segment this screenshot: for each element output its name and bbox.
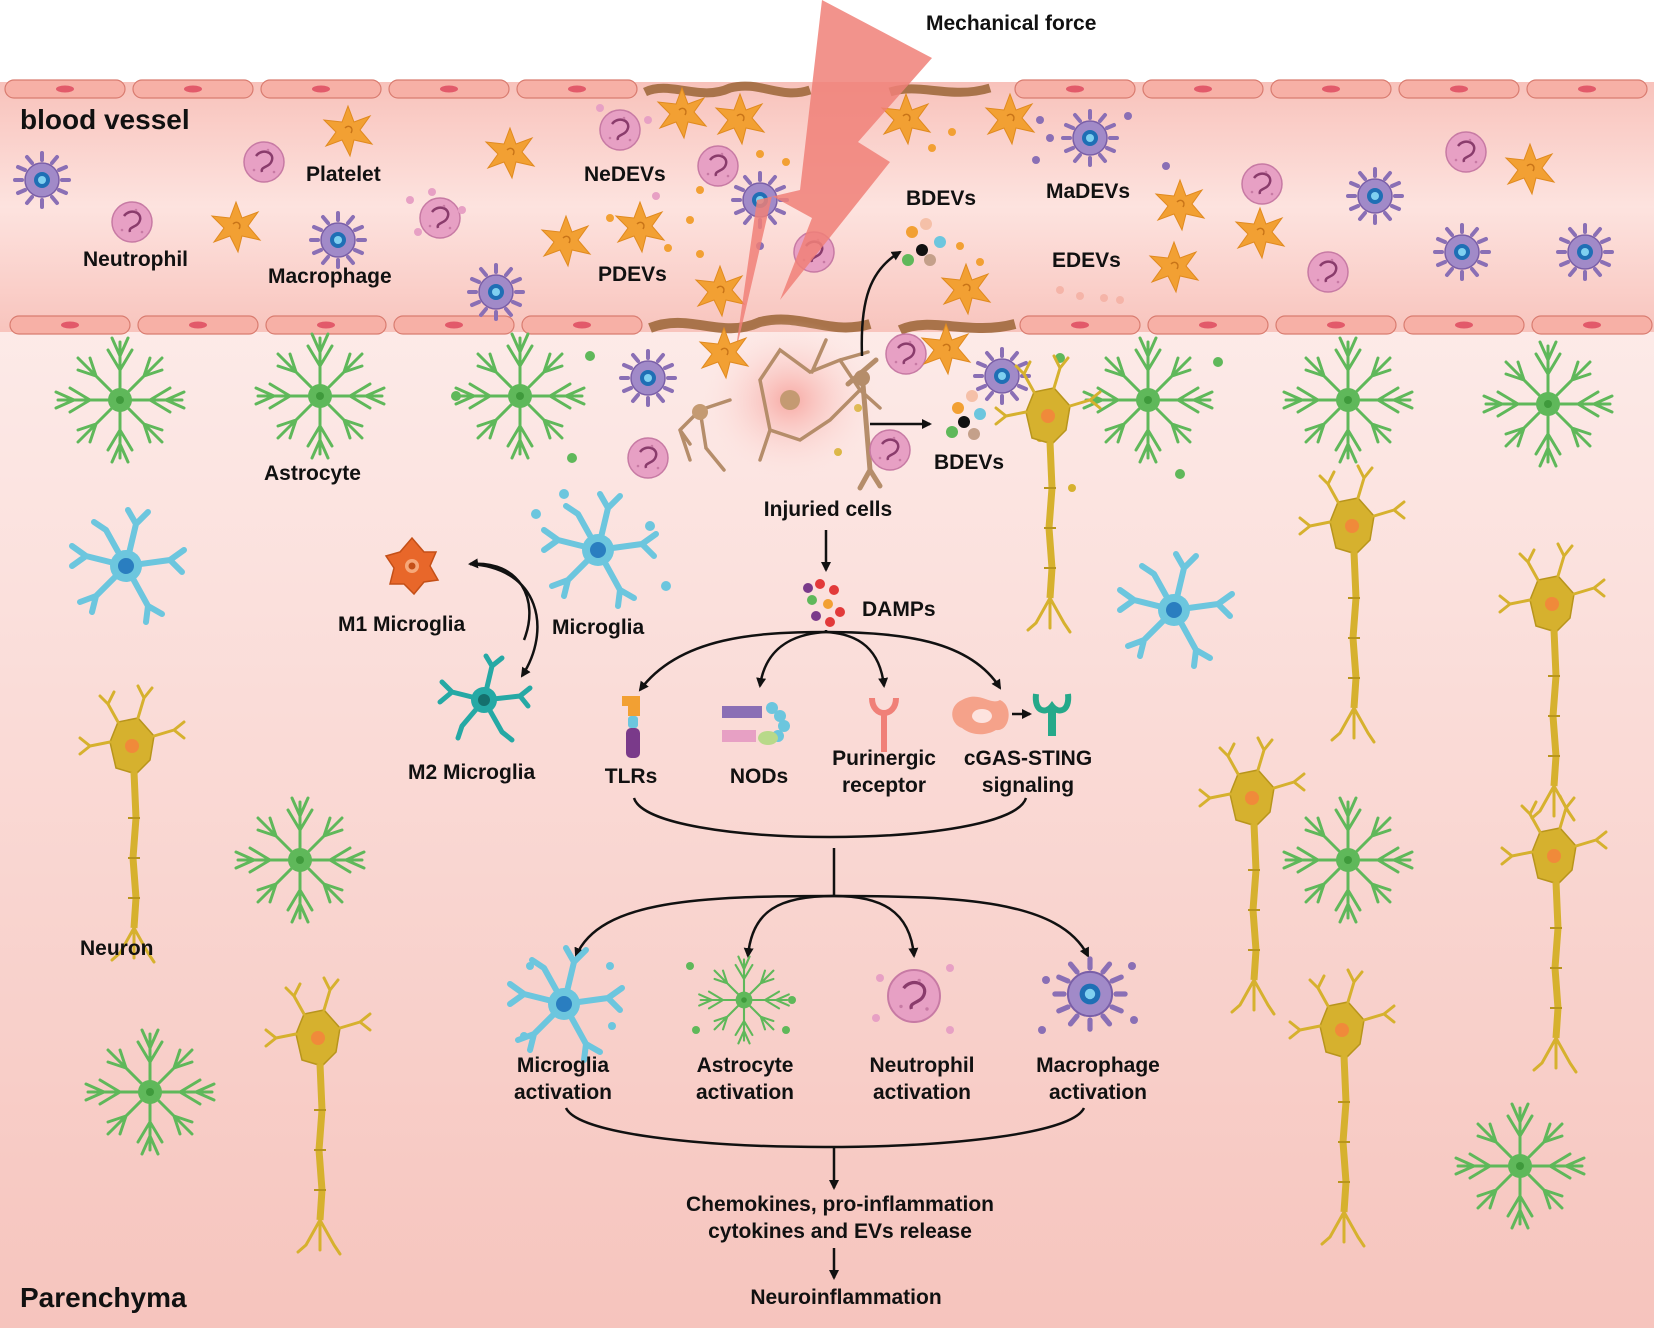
cgas-line-2: signaling bbox=[981, 774, 1075, 798]
vesicles bbox=[406, 104, 1223, 591]
macrophage-activation-line-2: activation bbox=[1048, 1081, 1148, 1105]
cgas-line-1: cGAS-STING bbox=[963, 747, 1093, 770]
purinergic-receptor-icon bbox=[869, 697, 899, 752]
neuron-label: Neuron bbox=[80, 937, 154, 960]
macrophage-label: Macrophage bbox=[268, 265, 392, 288]
neutrophil-label: Neutrophil bbox=[83, 248, 188, 271]
cgas-icon bbox=[952, 696, 1009, 735]
endothelium-bottom bbox=[9, 314, 1653, 335]
microglia-activation-label: Microglia activation bbox=[514, 1052, 612, 1107]
microglia-activation-icon bbox=[510, 948, 622, 1060]
mechanical-force-bolt bbox=[735, 0, 932, 355]
neutrophil-activation-icon bbox=[872, 964, 954, 1034]
cgas-sting-label: cGAS-STING signaling bbox=[964, 745, 1092, 800]
sting-icon bbox=[1032, 693, 1072, 736]
mechanical-force-label: Mechanical force bbox=[926, 12, 1097, 35]
madevs-label: MaDEVs bbox=[1046, 180, 1131, 203]
bdevs-top-label: BDEVs bbox=[906, 187, 977, 210]
blood-vessel-label: blood vessel bbox=[20, 104, 190, 135]
astrocyte-activation-icon bbox=[686, 955, 796, 1045]
m2-microglia-label: M2 Microglia bbox=[408, 761, 536, 784]
astrocyte-activation-label: Astrocyte activation bbox=[696, 1052, 794, 1107]
edevs-label: EDEVs bbox=[1052, 249, 1121, 272]
macrophage-activation-icon bbox=[1038, 959, 1138, 1034]
purinergic-line-1: Purinergic bbox=[832, 747, 936, 770]
tlrs-label: TLRs bbox=[604, 765, 658, 788]
microglia-activation-line-1: Microglia bbox=[516, 1054, 610, 1077]
microglia-activation-line-2: activation bbox=[513, 1081, 613, 1105]
neuroinflammation-label: Neuroinflammation bbox=[750, 1286, 942, 1309]
tlrs-icon bbox=[622, 696, 640, 758]
nods-icon bbox=[722, 702, 790, 745]
macrophage-activation-label: Macrophage activation bbox=[1036, 1052, 1160, 1107]
purinergic-line-2: receptor bbox=[841, 774, 927, 798]
nods-label: NODs bbox=[729, 765, 789, 788]
release-line-2: cytokines and EVs release bbox=[708, 1220, 972, 1244]
microglia-label: Microglia bbox=[552, 616, 645, 639]
parenchyma-label: Parenchyma bbox=[20, 1282, 187, 1313]
astrocyte-activation-line-2: activation bbox=[695, 1081, 795, 1105]
release-line-1: Chemokines, pro-inflammation bbox=[685, 1193, 995, 1216]
platelet-label: Platelet bbox=[306, 163, 381, 186]
nedevs-label: NeDEVs bbox=[584, 163, 666, 186]
macrophage-activation-line-1: Macrophage bbox=[1036, 1054, 1160, 1077]
damps-icon bbox=[803, 579, 845, 627]
pdevs-label: PDEVs bbox=[598, 263, 667, 286]
astrocyte-activation-line-1: Astrocyte bbox=[696, 1054, 794, 1077]
neutrophil-activation-line-1: Neutrophil bbox=[869, 1054, 975, 1077]
release-label: Chemokines, pro-inflammation cytokines a… bbox=[686, 1191, 994, 1246]
neutrophil-activation-line-2: activation bbox=[872, 1081, 972, 1105]
neutrophil-activation-label: Neutrophil activation bbox=[870, 1052, 975, 1107]
purinergic-receptor-label: Purinergic receptor bbox=[832, 745, 936, 800]
damps-label: DAMPs bbox=[862, 598, 936, 621]
bdevs-right-label: BDEVs bbox=[934, 451, 1005, 474]
m1-microglia-cell bbox=[384, 536, 440, 596]
m1-microglia-label: M1 Microglia bbox=[338, 613, 466, 636]
astrocyte-label: Astrocyte bbox=[264, 462, 361, 485]
injured-cells bbox=[678, 320, 883, 491]
injured-cells-label: Injuried cells bbox=[763, 498, 893, 521]
bdev-clusters bbox=[902, 218, 986, 440]
